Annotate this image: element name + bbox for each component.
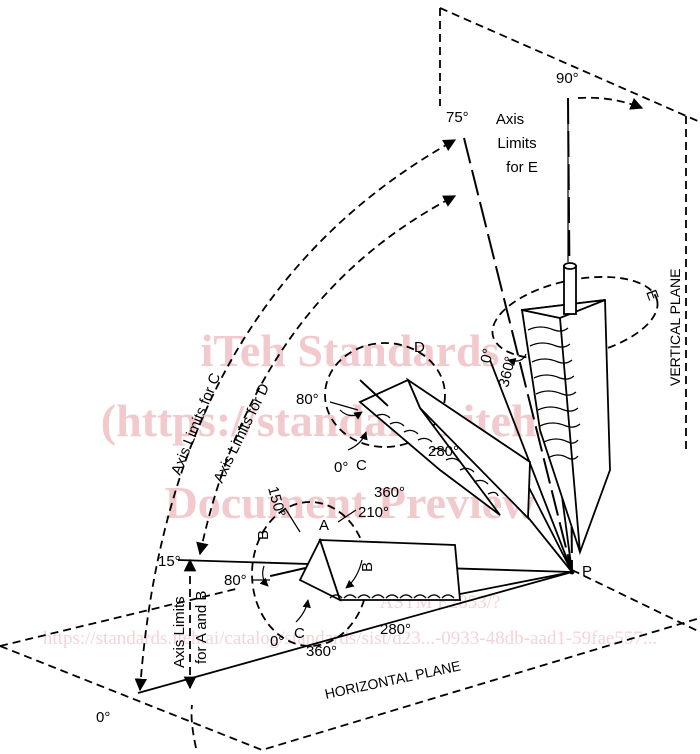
angle-d-80: 80° (296, 391, 319, 408)
letter-b-right: B (359, 562, 376, 572)
horizontal-plane (0, 569, 700, 751)
arrow-c-lower (295, 599, 311, 623)
arc-axis-limits-e (577, 96, 644, 110)
line-75-degrees (463, 137, 573, 573)
arc-axis-limits-c (134, 139, 457, 692)
vertical-plane (439, 7, 700, 454)
angle-0: 0° (96, 709, 110, 726)
leader-d-80 (329, 401, 359, 411)
weld-bead-d (375, 413, 499, 497)
angle-ab-0: 0° (270, 633, 284, 650)
electrode-d-inner (360, 380, 388, 406)
arrow-b-right (345, 559, 363, 589)
angle-ab-280: 280° (380, 621, 411, 638)
horizontal-plane-front-edge (0, 617, 700, 751)
rotation-circle-d (324, 342, 446, 448)
letter-e: E (642, 288, 661, 303)
vertical-plane-top-edge (439, 7, 700, 123)
angle-ab-360: 360° (306, 643, 337, 660)
axis-limits-e-label-3: for E (506, 159, 538, 176)
angle-15: 15° (158, 553, 181, 570)
workpiece-ab-front-face (318, 539, 461, 601)
angle-e-0: 0° (477, 347, 497, 365)
letter-c-lower: C (294, 625, 305, 642)
electrode-e-tip (563, 262, 577, 270)
arc-axis-limits-ab-lower (190, 704, 197, 749)
axis-limits-e-label-1: Axis (496, 111, 524, 128)
watermark-line-2: (https://standards.iteh.ai) (101, 395, 599, 446)
axis-limit-arcs (134, 96, 644, 749)
angle-d-0: 0° (334, 459, 348, 476)
electrode-e-line-1 (489, 359, 573, 573)
vertical-plane-label: VERTICAL PLANE (667, 269, 683, 387)
watermark-line-5: https://standards.iteh.ai/catalog/standa… (43, 628, 657, 649)
letter-c-upper: C (356, 457, 367, 474)
letter-a: A (319, 517, 329, 534)
arrow-b-left (259, 565, 269, 587)
electrode-ab-inner (270, 567, 306, 577)
angle-d-280: 280° (428, 443, 459, 460)
workpiece-d (324, 342, 531, 521)
arrow-d-rotation (339, 409, 363, 420)
horizontal-plane-right-edge (571, 569, 700, 633)
arrow-e-rotation (507, 353, 527, 367)
watermark-line-3: Document Preview (165, 477, 536, 528)
rotation-circle-e (491, 276, 659, 360)
letter-d: D (414, 339, 425, 356)
workpiece-ab (251, 501, 461, 647)
angle-75: 75° (446, 109, 469, 126)
axis-limits-ab-label-2: for A and B (193, 591, 210, 664)
arc-axis-limits-d (196, 195, 457, 556)
electrode-e (563, 265, 577, 315)
leader-ab-150 (284, 507, 301, 533)
axis-limits-ab-label-1: Axis Limits (171, 596, 188, 668)
letter-p: P (582, 563, 592, 580)
angle-ab-80: 80° (224, 572, 247, 589)
workpiece-e (491, 100, 659, 556)
electrode-ab-line (454, 571, 573, 596)
weld-bead-e (527, 326, 581, 460)
point-p-marker (569, 569, 575, 575)
weld-bead-ab (329, 594, 455, 599)
horizontal-plane-left-edge (0, 587, 241, 647)
angle-d-360: 360° (374, 484, 405, 501)
leader-ab-210 (337, 509, 357, 523)
angle-ab-210: 210° (358, 504, 389, 521)
letter-b-left: B (255, 530, 272, 540)
arrow-c-upper (347, 431, 368, 451)
angle-90: 90° (556, 70, 579, 87)
axis-limits-e-label-2: Limits (497, 135, 536, 152)
workpiece-ab-side-face (298, 537, 342, 602)
watermark-line-1: iTeh Standards (201, 325, 500, 376)
